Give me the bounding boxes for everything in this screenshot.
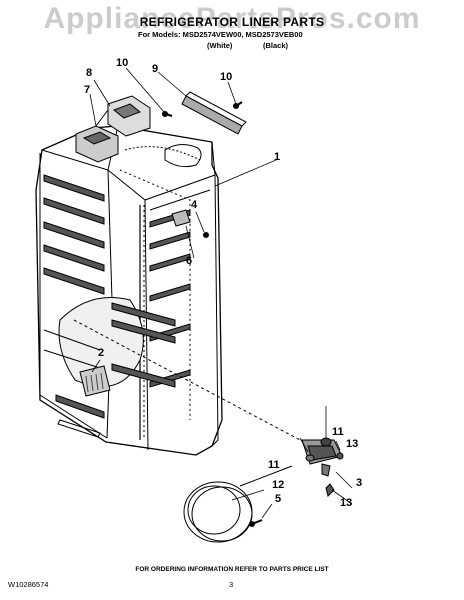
ordering-info-note: FOR ORDERING INFORMATION REFER TO PARTS … [135,566,329,573]
callout-13a: 13 [346,438,359,450]
diffuser-assembly [75,95,151,163]
page-number: 3 [229,580,234,589]
trim-strip-part-9 [181,91,247,135]
callout-3: 3 [356,477,363,489]
vent-grille-part-2 [79,365,111,397]
callout-13b: 13 [340,497,353,509]
callout-8: 8 [86,67,93,79]
callout-1: 1 [274,151,281,163]
callout-10a: 10 [116,57,129,69]
callout-2: 2 [98,347,105,359]
callout-4: 4 [191,199,198,211]
callout-11a: 11 [332,426,344,438]
watermark: AppliancePartsPros.com [43,2,421,35]
page-title: REFRIGERATOR LINER PARTS [139,15,325,29]
models-line: For Models: MSD2574VEW00, MSD2573VEB00 [138,30,303,39]
handle-part-3 [73,319,344,497]
callout-10b: 10 [220,71,233,83]
document-number: W10286574 [8,580,49,589]
bracket-part-6 [171,209,209,238]
callout-6: 6 [186,255,193,267]
variant-white: (White) [207,41,233,50]
callout-11b: 11 [268,459,280,471]
callout-12: 12 [272,479,285,491]
callout-9: 9 [152,63,159,75]
liner-cabinet [35,125,223,456]
tubing-part-12 [183,465,293,543]
callout-7: 7 [84,84,91,96]
variant-black: (Black) [263,41,289,50]
leader-lines [89,67,353,519]
screw-part-5 [249,519,263,527]
callout-5: 5 [275,493,282,505]
